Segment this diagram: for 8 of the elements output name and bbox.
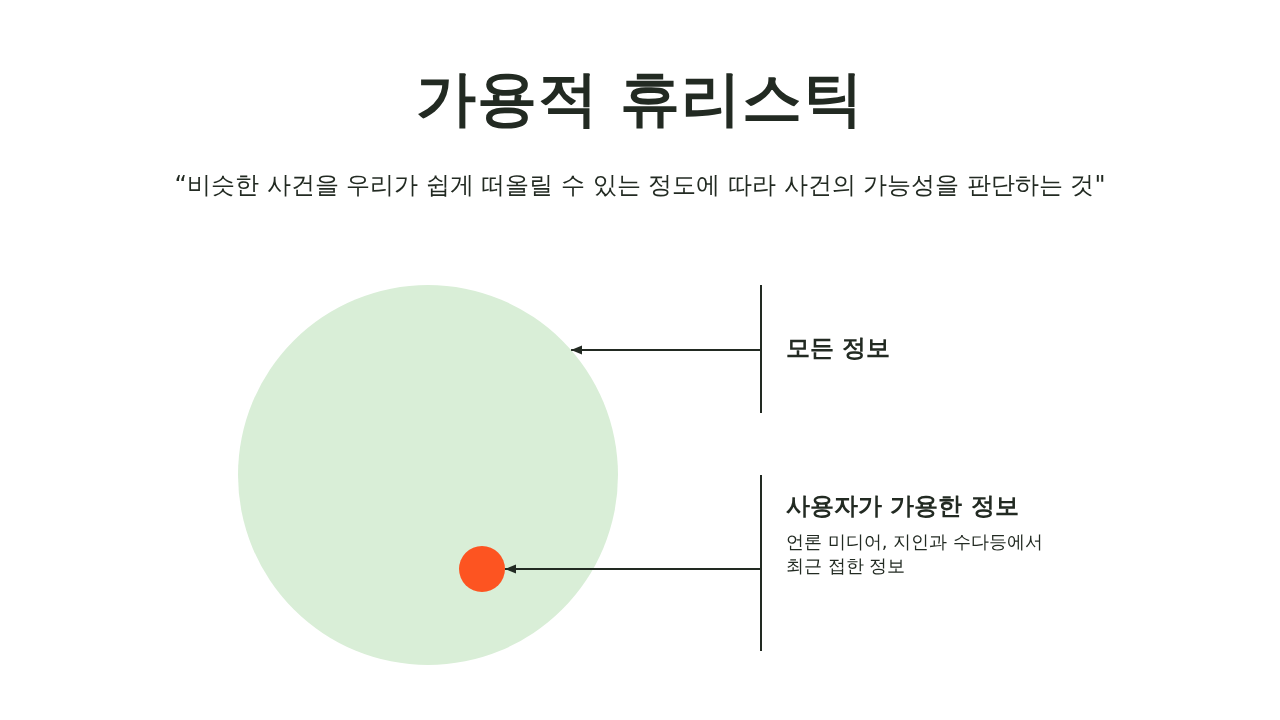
arrow [504, 564, 761, 574]
label-heading: 모든 정보 [786, 333, 891, 365]
title: 가용적 휴리스틱 [415, 62, 865, 134]
arrow [570, 345, 761, 355]
small-circle [459, 546, 505, 592]
label-heading: 사용자가 가용한 정보 [786, 491, 1019, 522]
label-text: 언론 미디어, 지인과 수다등에서 최근 접한 정보 [786, 530, 1044, 579]
subtitle-quote: “비슷한 사건을 우리가 쉽게 떠올릴 수 있는 정도에 따라 사건의 가능성을 판단하는 것" [174, 170, 1106, 201]
